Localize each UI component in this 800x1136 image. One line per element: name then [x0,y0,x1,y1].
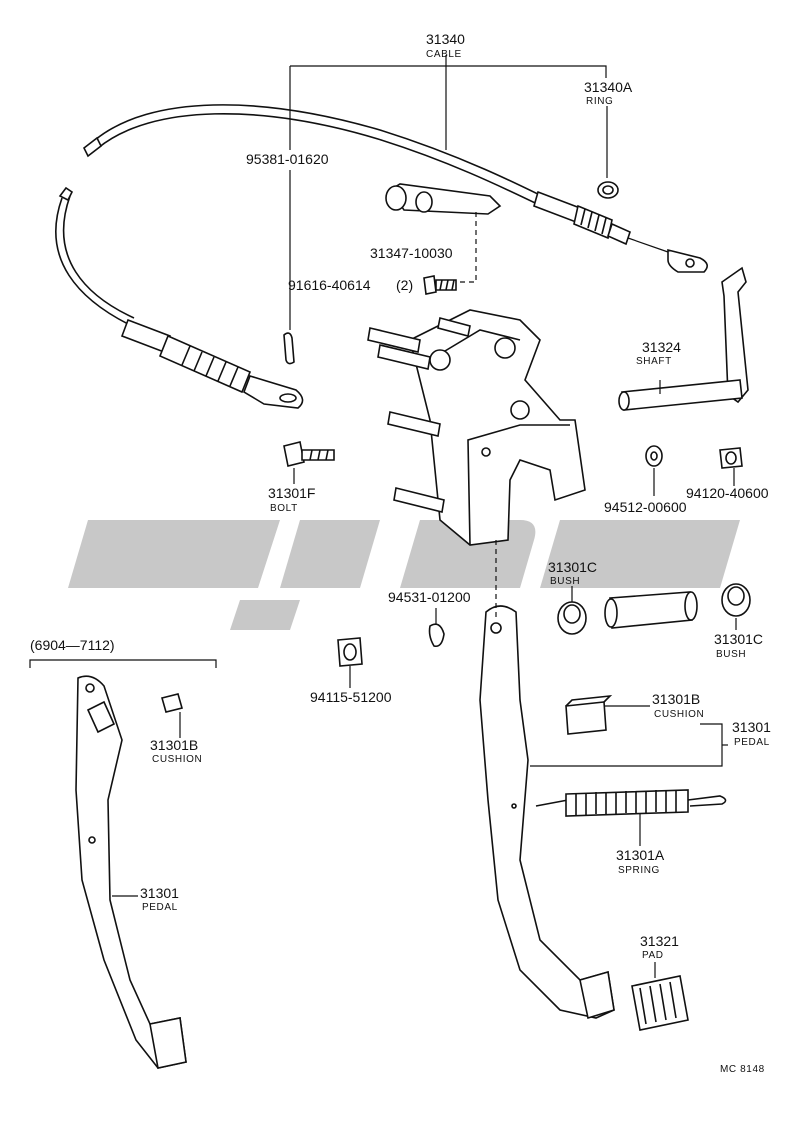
leader-lines [29,55,737,978]
bush-top-number: 31301C [548,559,597,575]
part-labels: 31340 CABLE 31340A RING 95381-01620 3134… [30,31,771,1075]
pad-number: 31321 [640,933,679,949]
old-cushion-number: 31301B [150,737,198,753]
clip-part [428,623,445,648]
clamp-number: 31347-10030 [370,245,453,261]
bolt-part [283,441,335,467]
collar-part [604,591,698,629]
pedal-name: PEDAL [734,737,770,748]
bush-right-name: BUSH [716,649,746,660]
cotter-pin-part [283,332,295,365]
bolt-name: BOLT [270,503,298,514]
nut-number: 94120-40600 [686,485,769,501]
pad-name: PAD [642,950,664,961]
washer-part [645,445,663,467]
cable-part [55,104,708,409]
bush-part-right [721,583,751,617]
cushion-part [565,694,613,735]
bolt-number: 31301F [268,485,315,501]
cushion-name: CUSHION [654,709,704,720]
bush-top-name: BUSH [550,576,580,587]
old-pedal-number: 31301 [140,885,179,901]
ring-name: RING [586,96,613,107]
cotter-pin-number: 95381-01620 [246,151,329,167]
shaft-number: 31324 [642,339,681,355]
ring-part [597,181,619,199]
bush-right-number: 31301C [714,631,763,647]
shaft-name: SHAFT [636,356,672,367]
clamp-bolt-number: 91616-40614 [288,277,371,293]
shaft-part [618,266,749,411]
old-pedal-part [75,675,187,1069]
ring-number: 31340A [584,79,633,95]
clamp-bolt-qty: (2) [396,277,413,293]
cable-number: 31340 [426,31,465,47]
spring-number: 31301A [616,847,665,863]
cable-name: CABLE [426,49,462,60]
washer-number: 94512-00600 [604,499,687,515]
pedal-part [479,605,615,1020]
cushion-number: 31301B [652,691,700,707]
spring-part [535,789,727,817]
pad-part [631,975,689,1031]
old-cushion-part [161,693,183,713]
clamp-bolt-part [423,275,457,295]
pedal-number: 31301 [732,719,771,735]
clamp-part [385,183,502,215]
spring-name: SPRING [618,865,660,876]
bush-part-left [557,601,587,635]
old-cushion-name: CUSHION [152,754,202,765]
date-range: (6904—7112) [30,637,115,653]
nut-part [719,447,743,469]
nut2-number: 94115-51200 [310,689,392,705]
diagram-code: MC 8148 [720,1064,765,1075]
nut2-part [337,637,363,667]
clip-number: 94531-01200 [388,589,471,605]
old-pedal-name: PEDAL [142,902,178,913]
bracket-part [367,309,586,546]
